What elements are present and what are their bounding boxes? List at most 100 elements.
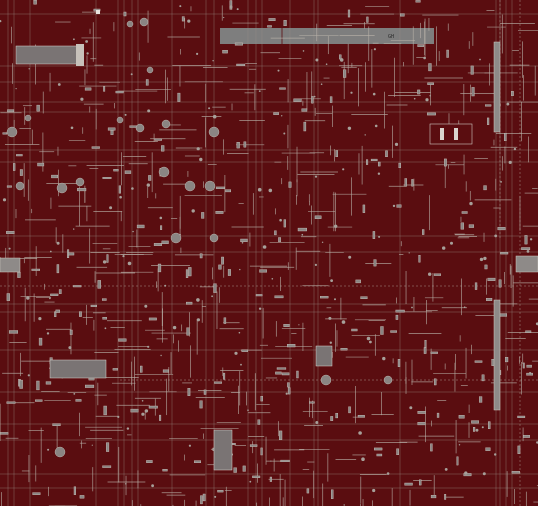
capacitor — [33, 0, 37, 5]
connector-right-mid — [515, 255, 538, 273]
resistor — [136, 224, 145, 229]
resistor — [485, 104, 492, 107]
junction-dot — [56, 241, 60, 245]
resistor — [214, 381, 222, 384]
capacitor — [417, 89, 421, 95]
capacitor — [36, 380, 40, 391]
capacitor — [38, 337, 43, 346]
ic-top-left — [15, 44, 84, 66]
resistor — [274, 295, 284, 299]
resistor — [215, 186, 226, 189]
junction-dot — [342, 168, 345, 171]
header-band-label: GH — [388, 34, 394, 40]
resistor — [415, 0, 421, 3]
resistor — [255, 294, 263, 297]
resistor — [91, 146, 100, 149]
capacitor — [396, 448, 399, 456]
resistor — [427, 112, 436, 116]
junction-dot — [271, 278, 274, 280]
junction-dot — [500, 181, 502, 183]
capacitor — [242, 465, 246, 472]
junction-dot — [374, 124, 378, 128]
capacitor — [347, 9, 351, 18]
transistor — [75, 177, 85, 187]
capacitor — [517, 445, 521, 454]
resistor — [283, 324, 290, 327]
junction-dot — [314, 263, 317, 266]
capacitor — [306, 488, 310, 494]
capacitor — [287, 382, 290, 388]
capacitor — [505, 357, 509, 363]
resistor — [497, 227, 506, 231]
junction-dot — [86, 52, 89, 55]
junction-dot — [408, 252, 410, 254]
resistor — [320, 296, 329, 299]
junction-dot — [442, 246, 446, 250]
resistor — [35, 399, 43, 402]
resistor — [6, 401, 16, 404]
capacitor — [283, 20, 287, 26]
junction-dot — [91, 444, 93, 446]
junction-dot — [429, 95, 431, 97]
junction-dot — [428, 272, 432, 276]
transistor — [209, 233, 219, 243]
junction-dot — [314, 175, 318, 178]
capacitor — [395, 314, 399, 320]
capacitor — [148, 175, 152, 181]
resistor — [7, 109, 15, 113]
resistor — [374, 447, 383, 451]
capacitor — [522, 362, 525, 369]
capacitor — [199, 400, 203, 409]
resistor — [84, 87, 92, 91]
junction-dot — [160, 354, 162, 357]
capacitor — [118, 185, 121, 194]
junction-dot — [377, 172, 381, 175]
capacitor — [185, 269, 189, 279]
resistor — [267, 25, 272, 28]
junction-dot — [15, 88, 17, 90]
junction-dot — [325, 63, 328, 65]
transistor — [158, 166, 170, 178]
junction-dot — [122, 255, 125, 258]
capacitor — [481, 374, 485, 382]
junction-dot — [347, 126, 352, 130]
transistor — [6, 126, 18, 138]
capacitor — [474, 282, 478, 290]
junction-dot — [372, 92, 376, 96]
resistor — [102, 317, 107, 320]
transistor — [170, 232, 182, 244]
capacitor — [283, 219, 286, 228]
junction-dot — [281, 115, 283, 117]
capacitor — [511, 91, 514, 96]
capacitor — [103, 405, 107, 416]
junction-dot — [239, 268, 241, 271]
resistor — [273, 112, 279, 115]
capacitor — [428, 63, 432, 72]
resistor — [32, 492, 41, 495]
resistor — [162, 469, 168, 472]
capacitor — [424, 340, 427, 348]
resistor — [130, 408, 139, 413]
junction-dot — [151, 484, 155, 488]
capacitor — [233, 467, 237, 473]
junction-dot — [508, 160, 512, 164]
junction-dot — [8, 247, 11, 250]
resistor — [79, 495, 85, 499]
connector-left — [0, 257, 21, 273]
resistor — [52, 423, 61, 427]
capacitor — [311, 96, 314, 104]
junction-dot — [350, 91, 353, 94]
transistor — [184, 180, 196, 192]
junction-dot — [141, 400, 144, 402]
resistor — [500, 252, 509, 255]
resistor — [2, 132, 7, 135]
resistor — [417, 422, 426, 426]
capacitor — [362, 204, 366, 213]
capacitor — [473, 427, 476, 432]
resistor — [16, 154, 23, 157]
capacitor — [504, 132, 507, 141]
junction-dot — [411, 306, 413, 309]
transistor — [320, 374, 332, 386]
